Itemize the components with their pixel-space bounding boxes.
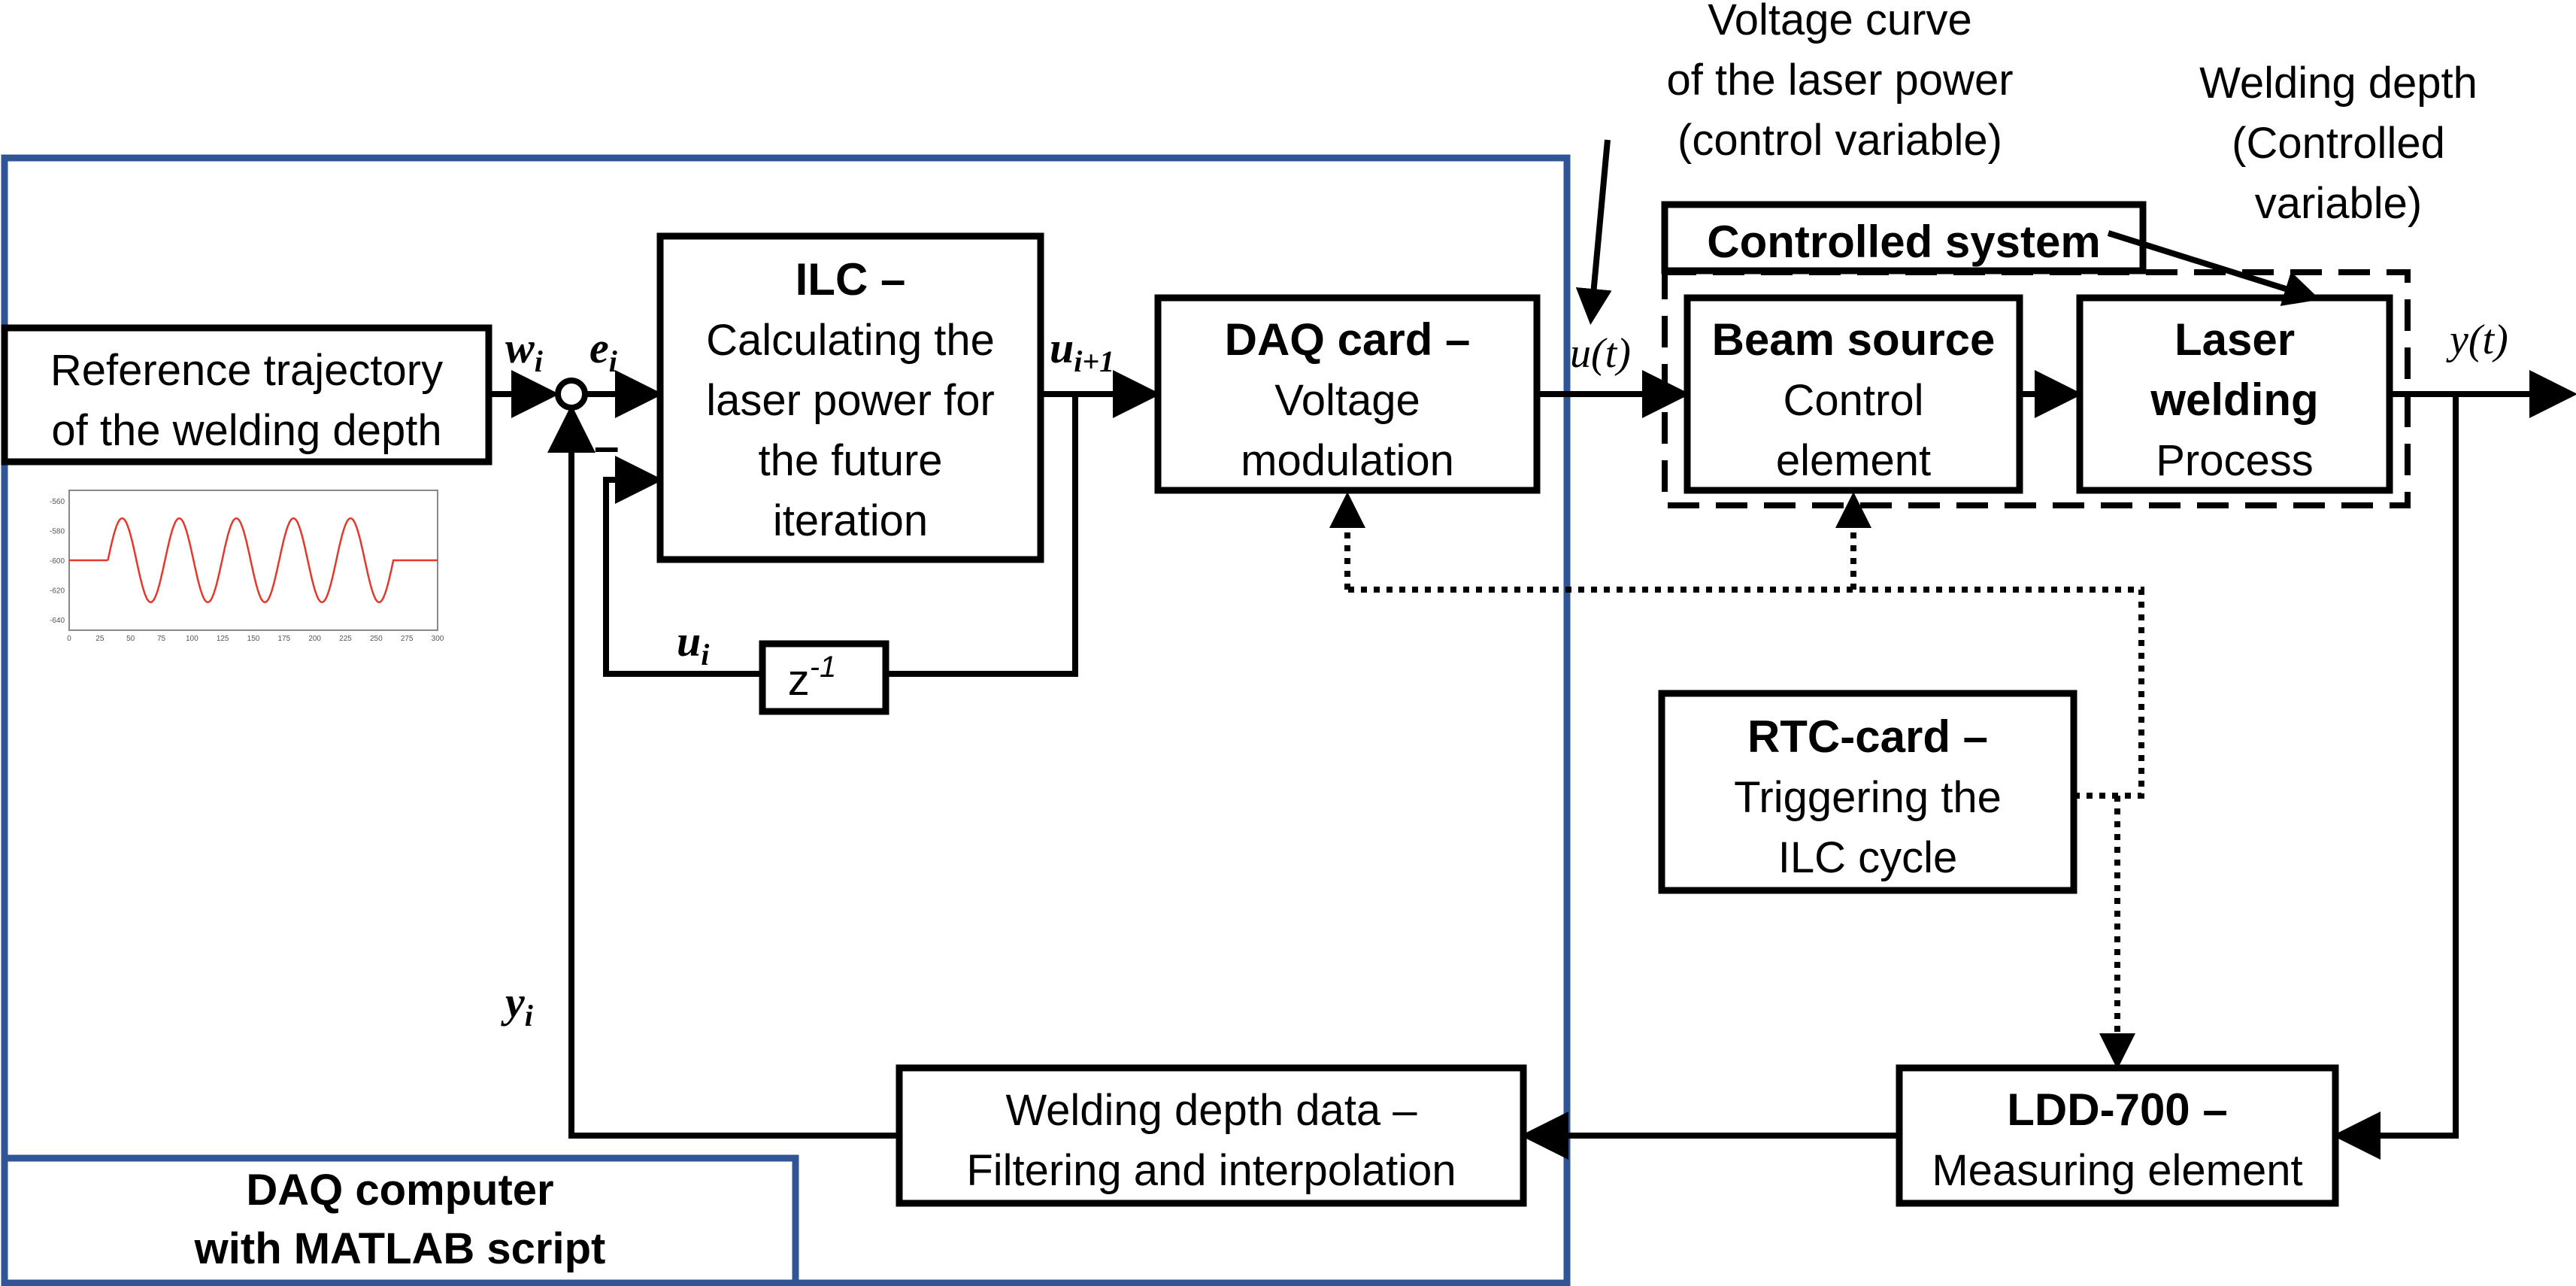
daq-computer-label-box [1, 1154, 799, 1286]
wire-output-to-ldd [2332, 394, 2459, 1160]
welding-depth-annotation-line3: variable) [2255, 179, 2422, 228]
wire-delay-to-ilc [603, 456, 762, 677]
rtc-card-line2: ILC cycle [1778, 833, 1958, 882]
rtc-card-line1: Triggering the [1734, 773, 2002, 822]
thumbnail-y-tick-label: -580 [50, 528, 65, 536]
ilc-line3: the future [758, 436, 942, 485]
ilc-line2: laser power for [706, 376, 995, 425]
thumbnail-y-tick-label: -640 [50, 617, 65, 625]
thumbnail-x-tick-label: 225 [339, 635, 352, 643]
wire-u-next-to-delay [886, 394, 1078, 677]
laser-welding-title2: welding [2150, 375, 2318, 425]
thumbnail-x-tick-label: 200 [308, 635, 321, 643]
beam-source-line1: Control [1784, 376, 1924, 425]
reference-trajectory-thumbnail: -560 -580 -600 -620 -640 0 25 50 75 100 125 150 175… [50, 490, 444, 643]
delay-block [759, 640, 889, 715]
welding-depth-data-line2: Filtering and interpolation [966, 1146, 1456, 1195]
daq-card-box [1154, 294, 1541, 494]
ilc-box [656, 232, 1044, 563]
daq-card-title: DAQ card – [1225, 314, 1471, 365]
welding-depth-data-line1: Welding depth data – [1005, 1086, 1417, 1135]
thumbnail-x-ticks: 0 25 50 75 100 125 150 175 200 225 250 275 300 [67, 635, 444, 643]
thumbnail-x-tick-label: 300 [432, 635, 444, 643]
laser-welding-title1: Laser [2174, 314, 2295, 365]
thumbnail-x-tick-label: 125 [217, 635, 229, 643]
daq-card-line1: Voltage [1274, 376, 1420, 425]
signal-u-t: u(t) [1570, 330, 1631, 377]
welding-depth-annotation-line1: Welding depth [2199, 59, 2478, 108]
junction-minus-sign: – [594, 421, 619, 472]
thumbnail-x-tick-label: 100 [186, 635, 199, 643]
controlled-system-label: Controlled system [1707, 217, 2100, 267]
thumbnail-x-tick-label: 50 [126, 635, 135, 643]
voltage-curve-pointer [1575, 139, 1612, 325]
wire-wdd-to-junction [547, 405, 899, 1139]
ldd-700-line1: Measuring element [1932, 1146, 2302, 1195]
ldd-700-title: LDD-700 – [2007, 1084, 2227, 1135]
reference-trajectory-line1: Reference trajectory [50, 346, 443, 395]
laser-welding-box [2076, 294, 2393, 494]
thumbnail-y-tick-label: -600 [50, 557, 65, 566]
thumbnail-x-tick-label: 275 [401, 635, 414, 643]
thumbnail-y-tick-label: -560 [50, 498, 65, 506]
daq-card-line2: modulation [1241, 436, 1454, 485]
summing-junction [555, 378, 588, 411]
signal-y-i: yi [501, 978, 533, 1033]
thumbnail-x-tick-label: 175 [277, 635, 290, 643]
voltage-curve-line3: (control variable) [1677, 116, 2002, 165]
daq-computer-label-line2: with MATLAB script [194, 1224, 606, 1273]
voltage-curve-line1: Voltage curve [1708, 0, 1971, 44]
ilc-title: ILC – [796, 254, 906, 305]
thumbnail-trajectory-line [69, 517, 438, 604]
rtc-card-box [1658, 690, 2077, 894]
delay-label: z-1 [788, 651, 837, 705]
thumbnail-y-ticks: -560 -580 -600 -620 -640 [50, 498, 65, 625]
reference-trajectory-line2: of the welding depth [51, 406, 441, 455]
thumbnail-x-tick-label: 250 [370, 635, 383, 643]
voltage-curve-line2: of the laser power [1666, 56, 2013, 105]
thumbnail-x-tick-label: 0 [67, 635, 71, 643]
ilc-line4: iteration [773, 496, 928, 545]
laser-welding-line1: Process [2156, 436, 2314, 485]
signal-y-t: y(t) [2446, 317, 2508, 363]
thumbnail-x-tick-label: 150 [247, 635, 260, 643]
thumbnail-y-tick-label: -620 [50, 587, 65, 596]
welding-depth-annotation-line2: (Controlled [2232, 119, 2445, 168]
signal-e-i: ei [589, 323, 617, 378]
signal-u-next: ui+1 [1050, 323, 1114, 378]
ilc-line1: Calculating the [706, 316, 995, 365]
beam-source-title: Beam source [1712, 314, 1996, 365]
signal-w-i: wi [505, 323, 543, 378]
thumbnail-x-tick-label: 75 [157, 635, 166, 643]
thumbnail-x-tick-label: 25 [95, 635, 105, 643]
delay-exponent: -1 [810, 651, 837, 684]
signal-u-i: ui [677, 617, 709, 672]
welding-depth-pointer [2107, 230, 2320, 306]
beam-source-line2: element [1776, 436, 1931, 485]
daq-computer-label-line1: DAQ computer [246, 1166, 553, 1215]
trigger-line-rtc-distribution [1347, 587, 2144, 799]
controlled-system-label-box [1661, 201, 2147, 274]
rtc-card-title: RTC-card – [1747, 711, 1988, 762]
